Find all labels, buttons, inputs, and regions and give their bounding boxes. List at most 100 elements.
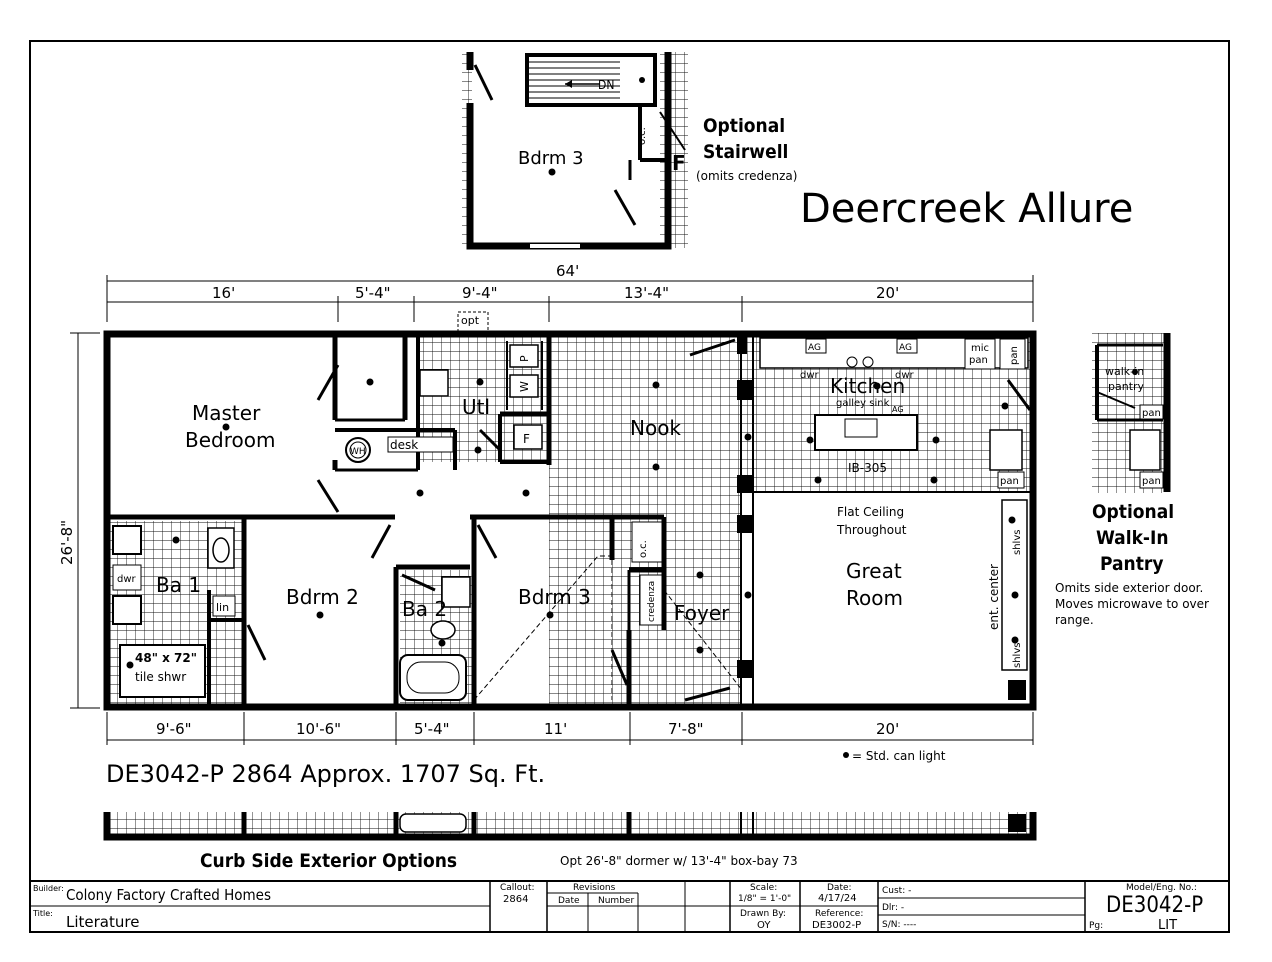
stair-bdrm3-label: Bdrm 3 [518,148,584,169]
shlvs-bottom: shlvs [1012,643,1023,668]
dim-bottom-5-4: 5'-4" [414,720,450,738]
utl-w-label: W [518,381,531,392]
pantry-title-3: Pantry [1100,553,1163,575]
tb-callout-label: Callout: [500,883,535,893]
tb-scale-label: Scale: [750,883,777,893]
tb-dlr: Dlr: - [882,903,904,913]
title-block [30,880,1229,932]
bottom-dimension-line [106,712,1034,745]
dim-top-16: 16' [212,284,235,302]
pantry-title-2: Walk-In [1096,527,1169,549]
room-utl: Utl [462,395,490,419]
galley-sink-label: galley sink [836,398,890,409]
utl-p-label: P [518,355,531,362]
dim-top-13-4: 13'-4" [624,284,669,302]
opt-label: opt [461,314,480,327]
kitchen-dwr-left: dwr [800,370,820,381]
stair-dn-label: DN [598,78,614,92]
flat-ceiling-2: Throughout [836,523,907,537]
ba1-dwr-label: dwr [117,574,137,585]
dim-overall-64: 64' [556,262,579,280]
room-nook: Nook [630,416,681,440]
tb-date: 4/17/24 [818,893,857,904]
stairwell-title-2: Stairwell [703,141,788,163]
tb-builder-label: Builder: [33,884,64,893]
oc-label: o.c. [638,540,649,558]
tb-date-col: Date [558,896,580,906]
tb-cust: Cust: - [882,886,911,896]
optional-stairwell-inset: DN o.c. F Bdrm 3 Optional Stairwell (omi… [462,52,797,250]
dim-top-5-4: 5'-4" [355,284,391,302]
tb-model-label: Model/Eng. No.: [1126,883,1197,893]
stair-f-label: F [672,151,686,175]
pantry-pan-top: pan [1142,408,1161,419]
tb-drawn: OY [757,920,771,931]
sheet-border [29,40,1230,933]
exterior-title: Curb Side Exterior Options [200,850,457,872]
main-floor-plan: WH desk P W F opt dwr lin 48" x 72" tile… [103,311,1037,711]
dim-bottom-11: 11' [544,720,567,738]
dim-bottom-10-6: 10'-6" [296,720,341,738]
tb-revisions-label: Revisions [573,883,616,893]
side-dimension-line [70,332,100,709]
curb-side-exterior [103,812,1037,841]
tb-builder: Colony Factory Crafted Homes [66,886,271,904]
mic-label-2: pan [969,355,988,366]
utl-f-label: F [523,432,530,446]
flat-ceiling-1: Flat Ceiling [837,505,904,519]
room-great-2: Room [846,586,903,610]
tb-reference-label: Reference: [815,909,863,919]
island-model-label: IB-305 [848,461,887,475]
dim-side-26-8: 26'-8" [58,520,76,565]
walkin-label-1: walk-in [1105,365,1144,378]
tb-number-col: Number [598,896,634,906]
island-ag-label: AG [892,405,904,414]
tb-pg-label: Pg: [1089,921,1103,931]
stair-oc-label: o.c. [637,127,648,145]
exterior-note: Opt 26'-8" dormer w/ 13'-4" box-bay 73 [560,854,798,868]
pantry-pan-bottom: pan [1142,476,1161,487]
tb-sn: S/N: ---- [882,920,916,930]
kitchen-ag-left: AG [808,343,821,353]
dim-top-9-4: 9'-4" [462,284,498,302]
room-bdrm3: Bdrm 3 [518,585,591,609]
tb-title: Literature [66,913,139,931]
optional-pantry-inset: pan pan walk-in pantry Optional Walk-In … [1055,333,1209,627]
tb-title-label: Title: [32,909,53,918]
tb-pg: LIT [1158,918,1177,933]
pantry-note-3: range. [1055,613,1094,627]
tb-callout: 2864 [503,894,528,905]
tb-reference: DE3002-P [812,920,861,931]
room-great-1: Great [846,559,902,583]
plan-title: Deercreek Allure [800,186,1133,232]
lin-label: lin [216,601,229,614]
pantry-note-1: Omits side exterior door. [1055,581,1203,595]
dim-top-20: 20' [876,284,899,302]
kitchen-ag-right: AG [899,343,912,353]
desk-label: desk [390,438,418,452]
stairwell-title-1: Optional [703,115,785,137]
tb-model: DE3042-P [1106,893,1203,918]
pantry-note-2: Moves microwave to over [1055,597,1209,611]
wh-label: WH [350,447,366,457]
model-line: DE3042-P 2864 Approx. 1707 Sq. Ft. [106,760,545,788]
dim-bottom-7-8: 7'-8" [668,720,704,738]
dim-bottom-20: 20' [876,720,899,738]
shower-label-2: tile shwr [135,670,186,684]
credenza-label: credenza [647,581,657,622]
can-lights [126,378,1019,669]
tb-date-label: Date: [827,883,852,893]
tb-scale: 1/8" = 1'-0" [738,894,791,904]
room-ba1: Ba 1 [156,573,201,597]
top-dimension-line [106,275,1034,322]
mic-label-1: mic [971,343,989,354]
shlvs-top: shlvs [1012,530,1023,555]
shower-label-1: 48" x 72" [135,651,197,665]
room-foyer: Foyer [674,601,730,625]
room-master-2: Bedroom [185,428,275,452]
tb-drawn-label: Drawn By: [740,909,786,919]
ent-center-label: ent. center [987,564,1001,630]
dim-bottom-9-6: 9'-6" [156,720,192,738]
walkin-label-2: pantry [1108,380,1145,393]
